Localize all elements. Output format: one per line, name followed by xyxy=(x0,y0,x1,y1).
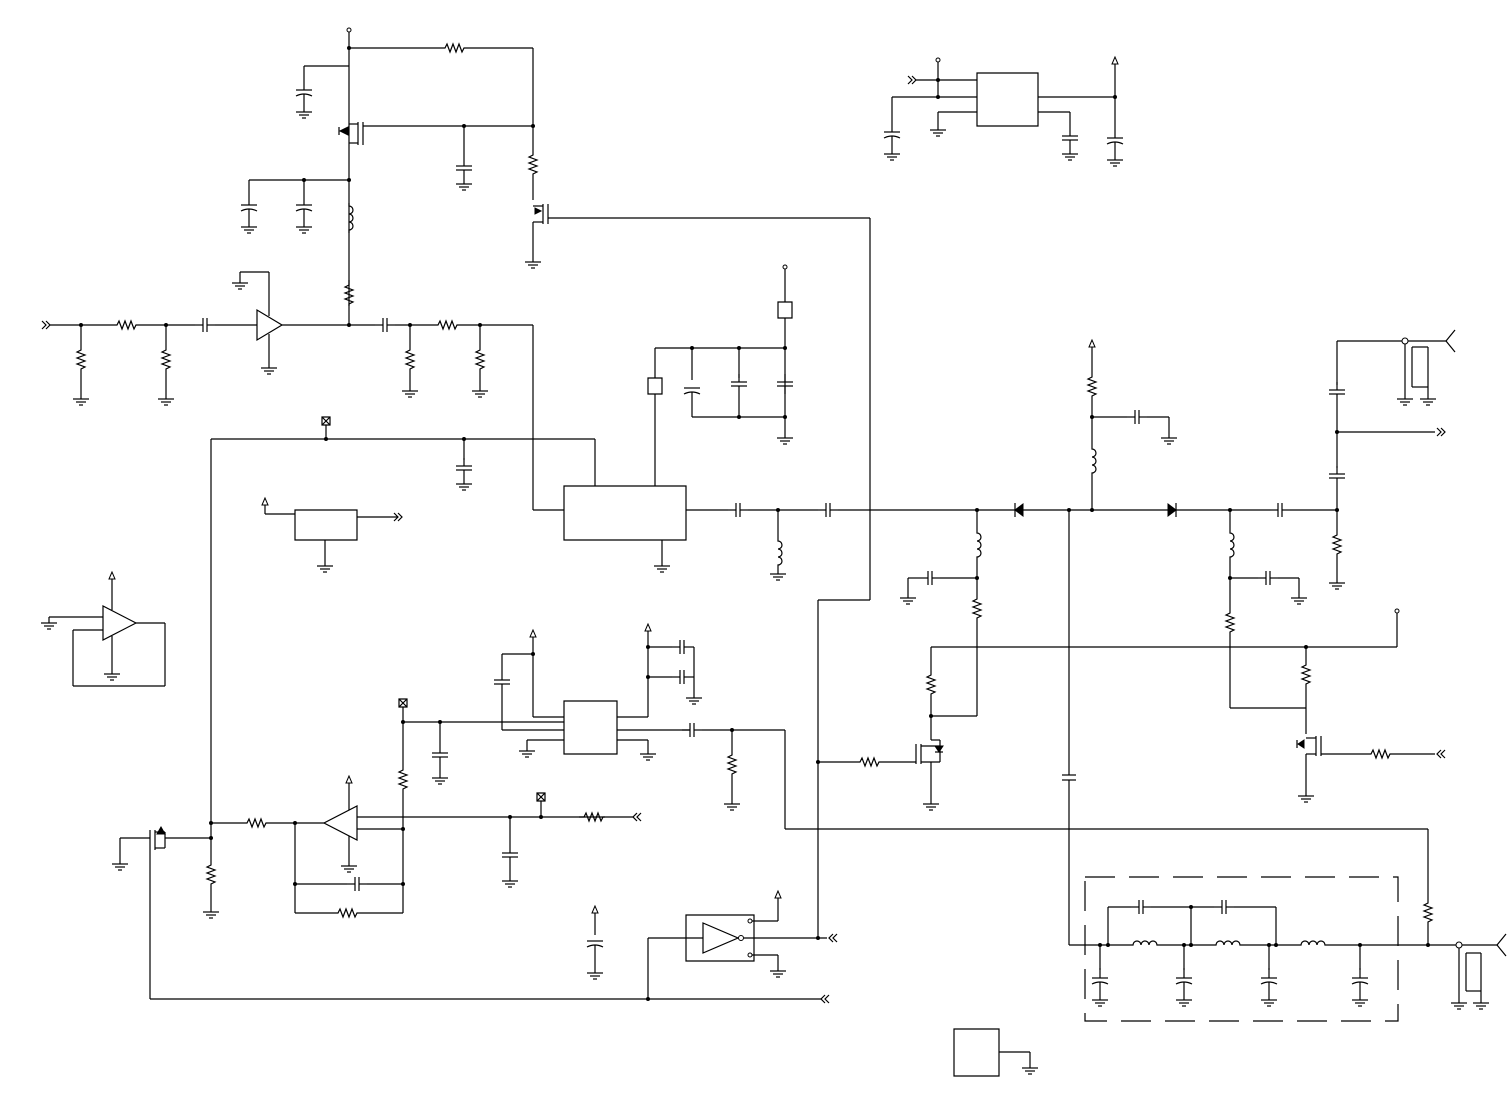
mixer-section xyxy=(211,265,1015,860)
buffer-opamp xyxy=(41,572,165,686)
supply-pin xyxy=(347,28,351,32)
ferrite-bead xyxy=(778,302,792,318)
driver-ic xyxy=(564,701,617,754)
pin-diode-2 xyxy=(1168,504,1176,516)
mixer-ic xyxy=(564,486,686,540)
opamp-triangle xyxy=(324,806,357,840)
regulator-ic xyxy=(977,73,1038,126)
filter-boundary xyxy=(1085,877,1398,1021)
regulator-section xyxy=(884,57,1123,166)
nmos-lower xyxy=(916,740,943,810)
lna-amplifier xyxy=(232,272,282,374)
small-regulator xyxy=(262,498,402,572)
lna-section xyxy=(42,28,870,510)
rf-switch-network xyxy=(900,330,1455,945)
pin-diode-1 xyxy=(1015,504,1023,516)
pmos-right xyxy=(1297,736,1366,802)
pmos-switch xyxy=(339,122,533,145)
bottom-buffer xyxy=(587,218,916,1001)
antenna-bottom xyxy=(1450,934,1506,1009)
ferrite-bead-2 xyxy=(648,378,662,394)
shield-block xyxy=(954,1029,1038,1076)
lowpass-filter xyxy=(1069,829,1506,1021)
nmos-switch xyxy=(533,204,870,224)
